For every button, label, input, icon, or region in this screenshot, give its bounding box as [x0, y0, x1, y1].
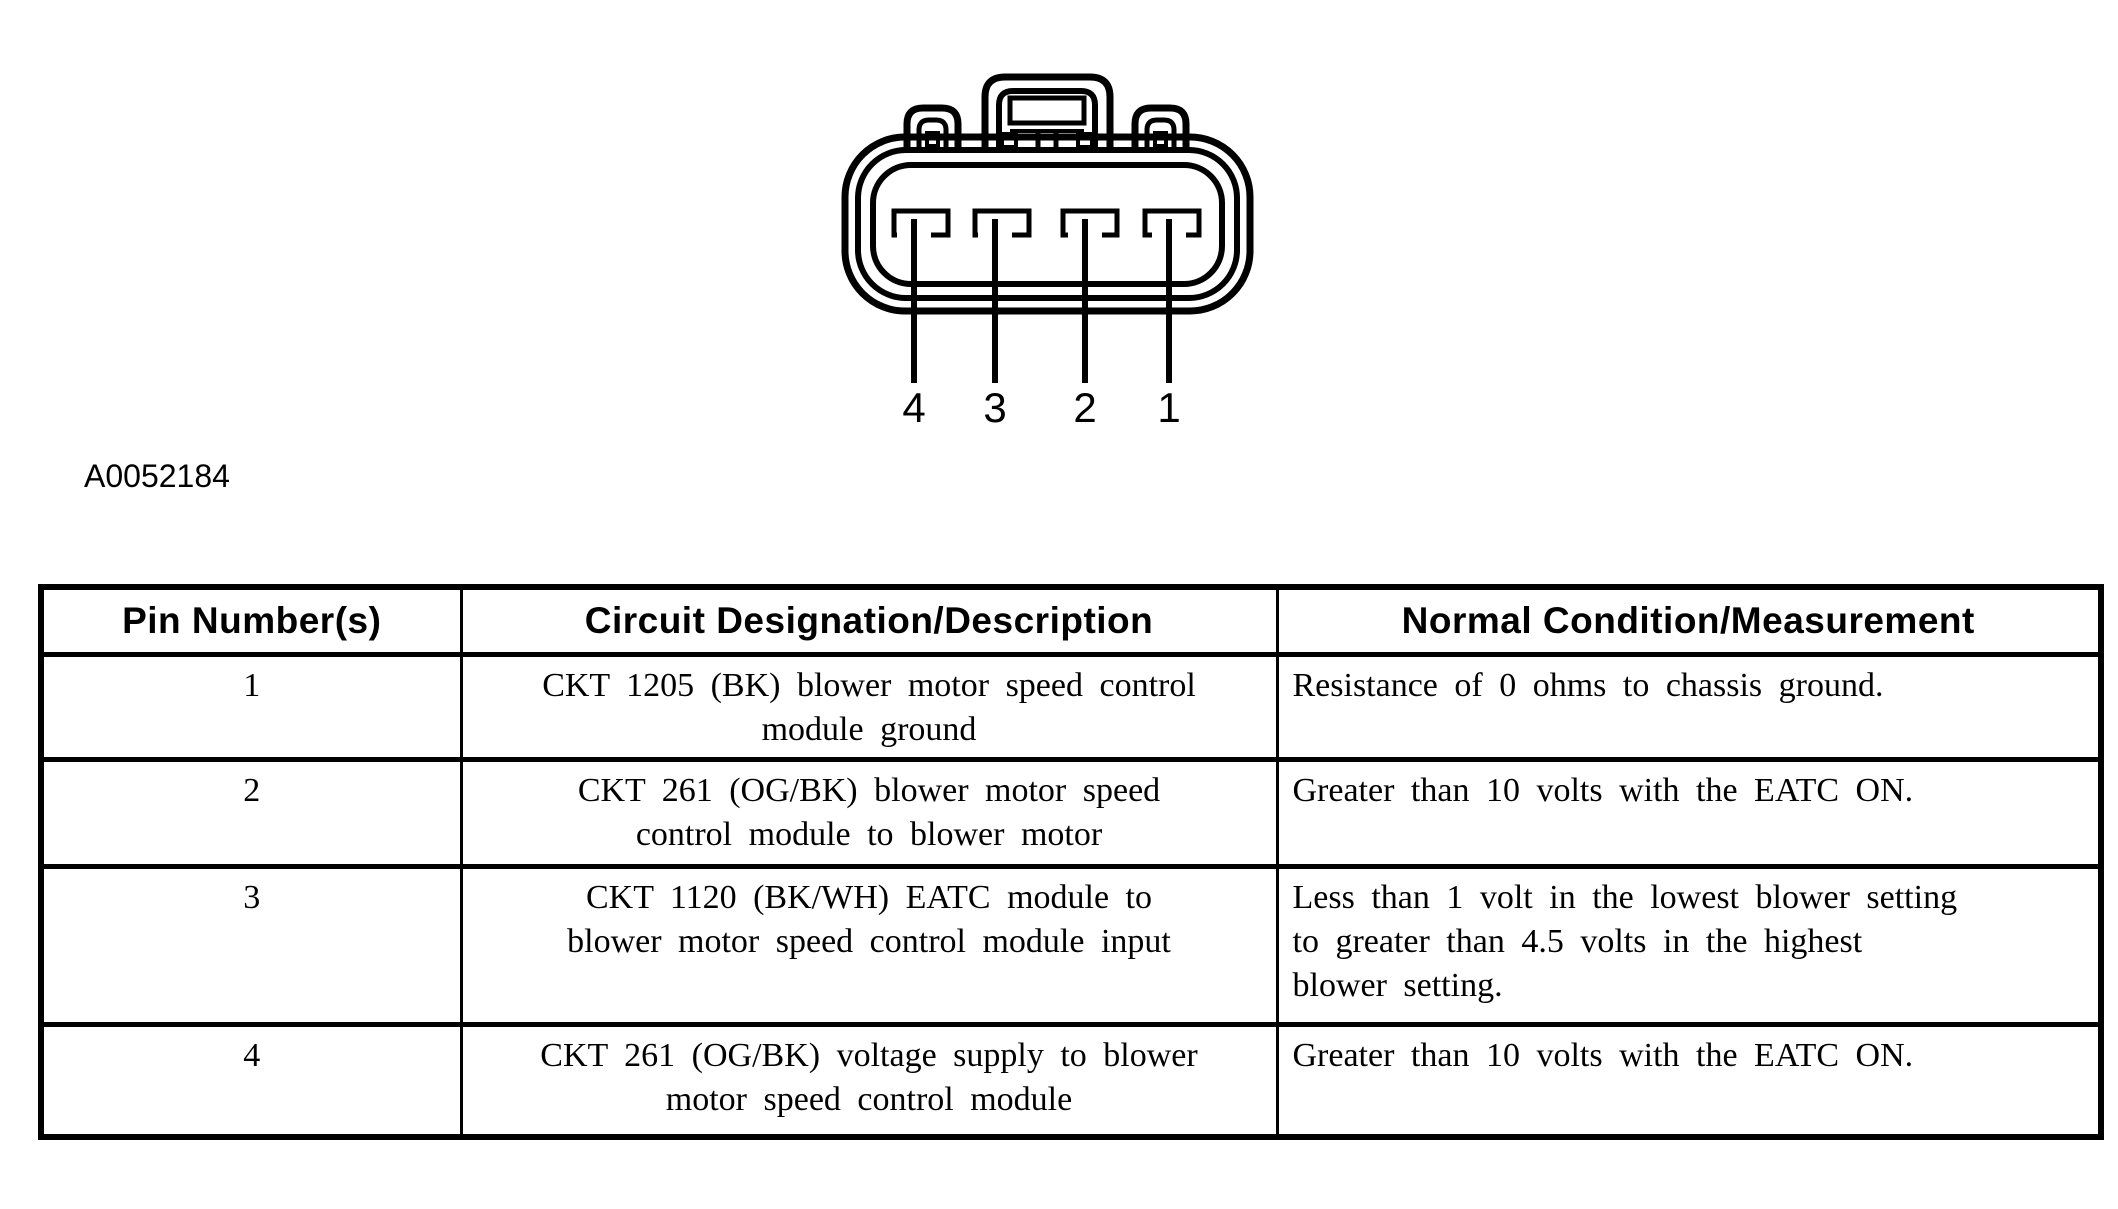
pinout-table: Pin Number(s) Circuit Designation/Descri… [38, 584, 2104, 1140]
pin-label-2: 2 [1073, 384, 1097, 431]
pin-number: 2 [243, 772, 261, 809]
header-circuit: Circuit Designation/Description [459, 584, 1279, 657]
table-row: 4 CKT 261 (OG/BK) voltage supply to blow… [39, 1022, 2103, 1139]
table-row: 1 CKT 1205 (BK) blower motor speed contr… [39, 652, 2103, 762]
connector-index-bump-left [903, 104, 962, 150]
circuit-cell: CKT 261 (OG/BK) voltage supply to blower… [459, 1022, 1279, 1139]
pin-cell: 2 [39, 757, 463, 869]
pin-number: 3 [243, 879, 261, 916]
pin-label-1: 1 [1157, 384, 1181, 431]
table-row: 2 CKT 261 (OG/BK) blower motor speed con… [39, 757, 2103, 869]
pin-number: 4 [243, 1037, 261, 1074]
pin-cell: 4 [39, 1022, 463, 1139]
header-condition: Normal Condition/Measurement [1275, 584, 2103, 657]
circuit-cell: CKT 1120 (BK/WH) EATC module to blower m… [459, 864, 1279, 1027]
pin-cell: 3 [39, 864, 463, 1027]
condition-cell: Greater than 10 volts with the EATC ON. [1275, 1022, 2103, 1139]
pin-leader-lines [911, 219, 1172, 383]
condition-cell: Greater than 10 volts with the EATC ON. [1275, 757, 2103, 869]
header-row: Pin Number(s) Circuit Designation/Descri… [39, 584, 2103, 657]
table-row: 3 CKT 1120 (BK/WH) EATC module to blower… [39, 864, 2103, 1027]
pin-cell: 1 [39, 652, 463, 762]
connector-body [841, 133, 1254, 315]
pin-number: 1 [243, 667, 261, 704]
connector-lock-tab [981, 73, 1114, 152]
pin-label-3: 3 [983, 384, 1007, 431]
circuit-cell: CKT 1205 (BK) blower motor speed control… [459, 652, 1279, 762]
condition-cell: Less than 1 volt in the lowest blower se… [1275, 864, 2103, 1027]
circuit-cell: CKT 261 (OG/BK) blower motor speed contr… [459, 757, 1279, 869]
condition-cell: Resistance of 0 ohms to chassis ground. [1275, 652, 2103, 762]
pin-label-4: 4 [902, 384, 926, 431]
figure-id: A0052184 [84, 458, 230, 494]
connector-diagram [841, 73, 1254, 383]
header-pin-number: Pin Number(s) [39, 584, 463, 657]
connector-index-bump-right [1131, 104, 1190, 150]
